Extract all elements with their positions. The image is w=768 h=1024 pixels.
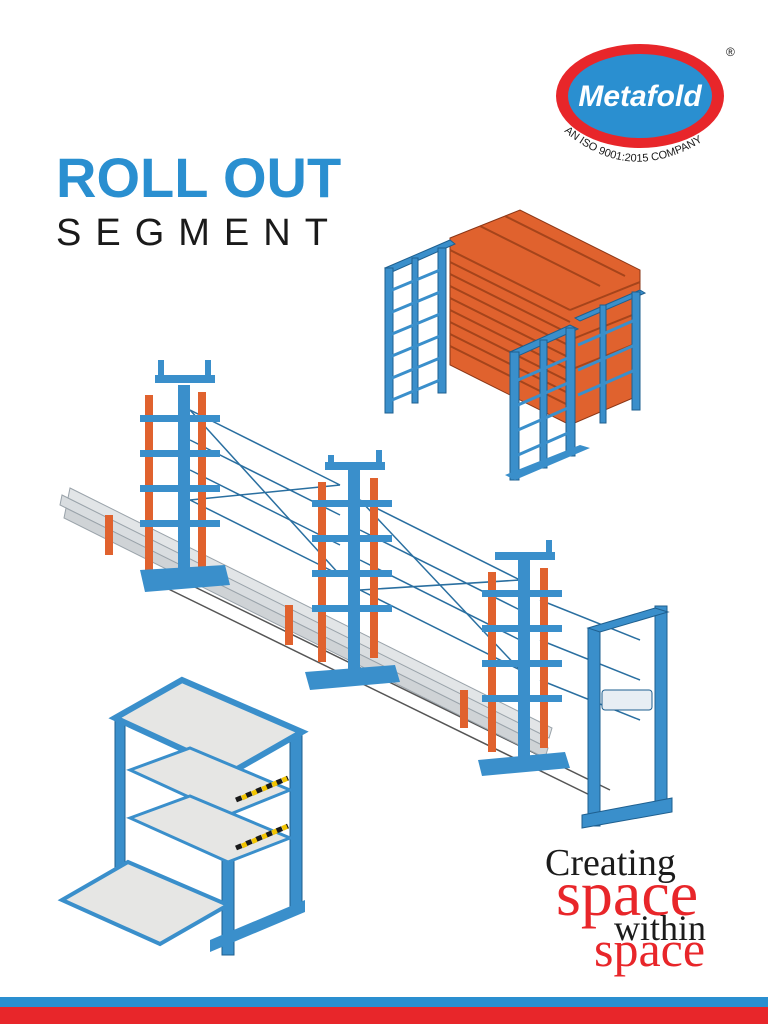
footer-band-blue bbox=[0, 997, 768, 1007]
page-title: ROLL OUT bbox=[56, 146, 342, 209]
footer-band-red bbox=[0, 1007, 768, 1024]
metafold-logo: Metafold ® AN ISO 9001:2015 COMPANY bbox=[556, 44, 735, 165]
sheet-rack-icon bbox=[383, 209, 647, 481]
registered-mark: ® bbox=[726, 45, 735, 59]
tagline-space-2: space bbox=[594, 921, 706, 977]
tagline-space-1: space bbox=[556, 858, 699, 929]
brand-name: Metafold bbox=[578, 80, 702, 113]
roll-out-shelf-rack-icon bbox=[57, 676, 309, 956]
cantilever-rack-icon bbox=[59, 360, 673, 829]
tagline-creating: Creating bbox=[545, 842, 676, 884]
page-subtitle: SEGMENT bbox=[56, 212, 342, 254]
tagline-within: within bbox=[614, 908, 707, 948]
